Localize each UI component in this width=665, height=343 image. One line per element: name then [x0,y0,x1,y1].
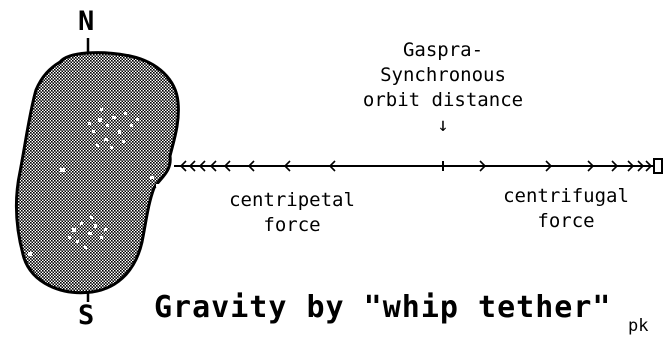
centripetal-label: centripetal force [212,188,372,238]
sync-arrow: ↓ [437,114,449,136]
centrifugal-line-1: centrifugal [503,185,629,207]
centrifugal-line-2: force [537,210,595,232]
tether-end-mass [653,158,663,174]
sync-label-line-1: Gaspra- [402,39,484,61]
centripetal-arrows [179,160,336,172]
author-signature: pk [628,316,649,336]
centrifugal-arrows [479,160,653,172]
diagram-title: Gravity by "whip tether" [154,290,612,325]
sync-orbit-label: Gaspra- Synchronous orbit distance ↓ [343,38,543,138]
centripetal-line-2: force [263,214,321,236]
sync-label-line-3: orbit distance [362,89,524,111]
south-label: S [78,300,95,331]
centripetal-line-1: centripetal [229,189,355,211]
crater-speckles [28,108,159,256]
sync-label-line-2: Synchronous [380,64,506,86]
centrifugal-label: centrifugal force [486,184,646,234]
asteroid-gaspra [15,51,180,295]
north-label: N [78,6,95,37]
